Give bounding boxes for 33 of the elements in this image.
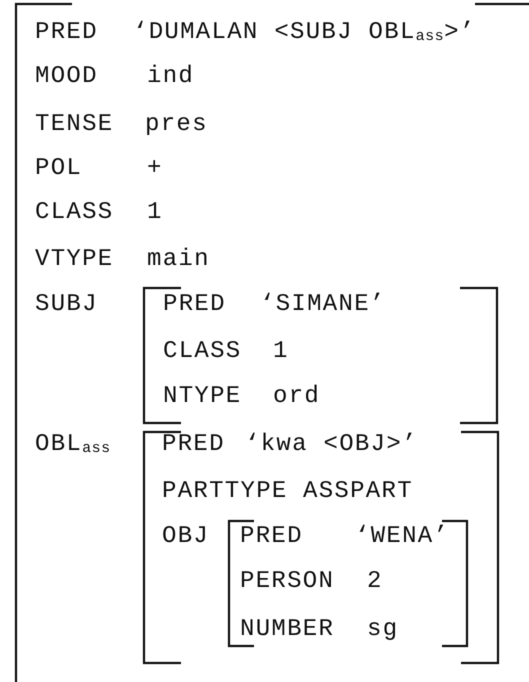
attribute-name: PRED xyxy=(162,432,225,458)
attribute-name: CLASS xyxy=(35,200,114,226)
attribute-name: PRED xyxy=(163,292,226,318)
attribute-value: 2 xyxy=(367,569,383,595)
attribute-value: + xyxy=(147,156,163,182)
attribute-name: POL xyxy=(35,156,82,182)
attribute-value: sg xyxy=(367,617,398,643)
feature-name: OBJ xyxy=(162,524,210,550)
attribute-matrix xyxy=(228,520,468,647)
attribute-value: pres xyxy=(145,112,208,138)
attribute-name: PERSON xyxy=(240,569,334,595)
attribute-value: main xyxy=(147,247,210,273)
attribute-matrix xyxy=(15,3,529,682)
attribute-name: NTYPE xyxy=(163,384,242,410)
attribute-value: 1 xyxy=(147,200,163,226)
feature-name: SUBJ xyxy=(35,292,98,318)
attribute-matrix xyxy=(143,287,498,424)
attribute-value: ASSPART xyxy=(303,479,413,505)
attribute-name: CLASS xyxy=(163,339,242,365)
attribute-value: ‘WENA’ xyxy=(355,524,450,550)
attribute-name: MOOD xyxy=(35,64,98,90)
attribute-name: PARTTYPE xyxy=(162,479,288,505)
attribute-matrix xyxy=(143,431,499,664)
attribute-value: ord xyxy=(273,384,320,410)
attribute-name: NUMBER xyxy=(240,617,334,643)
attribute-value: ‘kwa <OBJ>’ xyxy=(245,432,418,458)
attribute-name: VTYPE xyxy=(35,247,114,273)
attribute-value: ind xyxy=(147,64,194,90)
attribute-value: 1 xyxy=(273,339,289,365)
attribute-value: ‘SIMANE’ xyxy=(260,292,386,318)
attribute-name: PRED xyxy=(35,20,98,46)
attribute-name: PRED xyxy=(240,524,303,550)
attribute-name: TENSE xyxy=(35,112,114,138)
